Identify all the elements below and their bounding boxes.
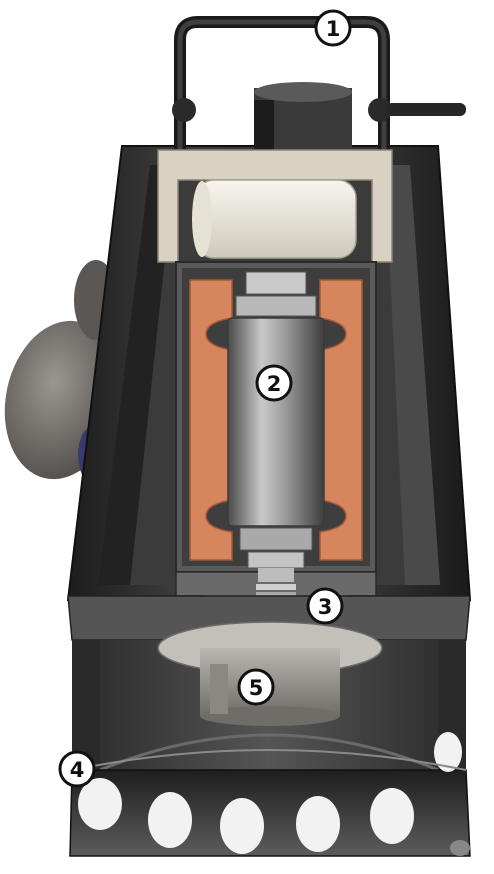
pump-inlet-base bbox=[69, 732, 471, 857]
callout-4-label: 4 bbox=[70, 758, 85, 782]
cable-gland bbox=[254, 82, 352, 150]
callout-2-label: 2 bbox=[267, 372, 282, 396]
pump-housing bbox=[67, 595, 471, 772]
callout-5: 5 bbox=[237, 668, 275, 706]
capacitor bbox=[192, 179, 357, 259]
callout-1-label: 1 bbox=[326, 17, 341, 41]
top-cap bbox=[157, 149, 393, 263]
callout-5-label: 5 bbox=[249, 676, 264, 700]
callout-3-label: 3 bbox=[318, 595, 333, 619]
callout-3: 3 bbox=[306, 587, 344, 625]
callout-2: 2 bbox=[255, 364, 293, 402]
motor-rotor bbox=[227, 271, 325, 569]
lifting-handle bbox=[172, 16, 466, 150]
callout-1: 1 bbox=[314, 9, 352, 47]
callout-4: 4 bbox=[58, 750, 96, 788]
